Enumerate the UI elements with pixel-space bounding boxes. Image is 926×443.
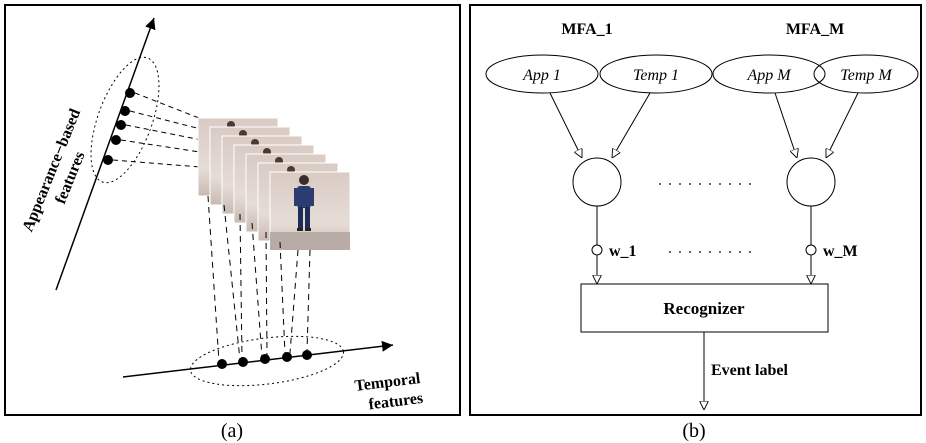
temp-last-label: Temp M [840,67,893,84]
appearance-point [120,106,130,116]
temporal-point [217,359,227,369]
panel-a-caption: (a) [221,420,243,442]
mfa-last-node [786,157,836,207]
temp-last-node: Temp M [813,54,919,94]
appearance-point [116,120,126,130]
video-frame-stack [197,117,351,251]
weight-last-marker [805,244,817,256]
edge-app-last [774,92,797,158]
panel-a-frame [4,4,461,416]
appearance-point [111,135,121,145]
panel-b: MFA_1 MFA_M App 1 Temp 1 App M Temp M [469,4,922,442]
app-last-node: App M [712,54,826,94]
appearance-cluster-ellipse [90,56,160,184]
temporal-point [282,352,292,362]
appearance-axis-label: Appearance−based features [19,106,88,234]
temporal-label-line2: features [368,390,424,414]
temp-first-node: Temp 1 [599,54,713,94]
app-last-label: App M [746,67,792,84]
mfa-ellipsis-dots [659,183,751,185]
mfa-first-node [572,157,622,207]
output-label: Event label [711,362,788,379]
weight-first-label: w_1 [609,243,637,260]
edge-app-first [549,92,582,158]
temp-first-label: Temp 1 [633,67,679,84]
app-first-label: App 1 [522,67,561,84]
panel-a: Appearance−based features Temporal featu… [4,4,461,442]
mfa-first-title: MFA_1 [561,21,612,38]
appearance-point [103,155,113,165]
edge-temp-last [826,92,859,158]
temporal-point [302,350,312,360]
weight-first-marker [591,244,603,256]
panel-b-caption: (b) [682,420,705,442]
temporal-links [207,195,311,363]
temporal-point [260,354,270,364]
weight-ellipsis-dots [669,251,751,253]
appearance-points [103,88,135,165]
panel-b-frame [469,4,922,416]
weight-last-label: w_M [823,243,858,260]
person-figure [294,175,314,231]
temporal-axis-label: Temporal features [354,370,424,414]
temporal-points [217,350,312,369]
appearance-axis [55,17,156,291]
recognizer-box: Recognizer [580,283,829,333]
app-first-node: App 1 [485,54,599,94]
video-frame-front [269,171,351,251]
recognizer-label: Recognizer [663,299,745,318]
mfa-last-title: MFA_M [786,21,844,38]
temporal-axis [122,340,394,378]
temporal-cluster-ellipse [190,335,344,387]
temporal-point [238,357,248,367]
edge-temp-first [612,92,651,158]
appearance-point [125,88,135,98]
